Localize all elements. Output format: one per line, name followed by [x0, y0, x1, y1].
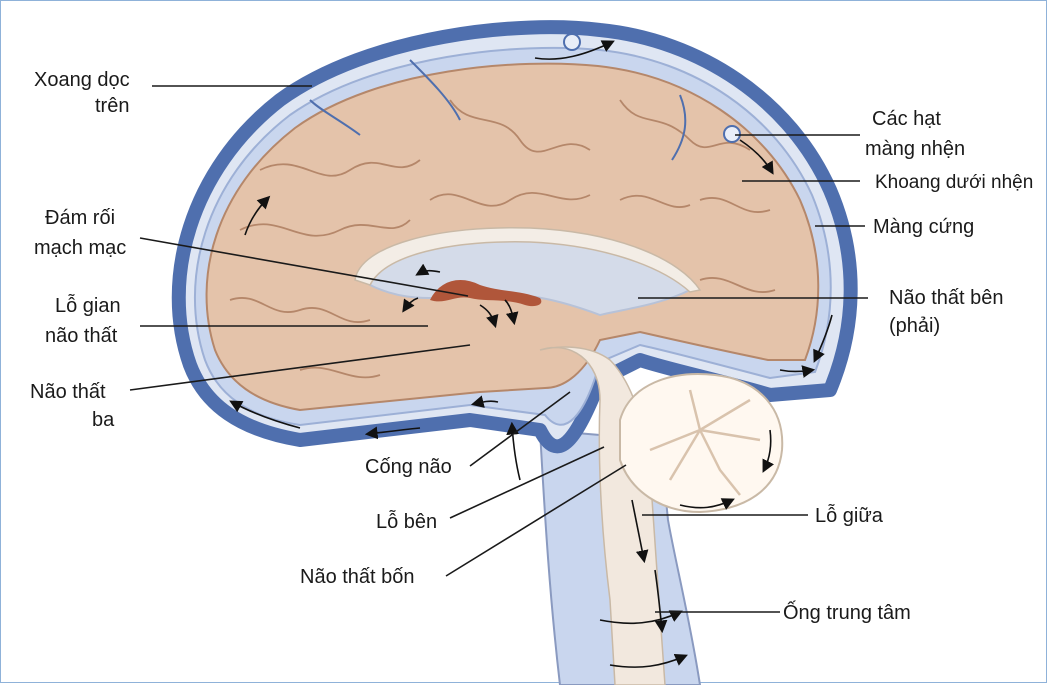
label-granulations-1: Các hạt [872, 108, 941, 130]
label-interventricular-1: Lỗ gian [55, 294, 121, 317]
label-granulations-2: màng nhện [865, 138, 965, 160]
label-superior-sinus-2: trên [95, 95, 129, 117]
label-dura: Màng cứng [873, 216, 974, 238]
label-lateral-ventricle-2: (phải) [889, 315, 940, 337]
label-third-ventricle-1: Não thất [30, 381, 106, 403]
label-third-ventricle-2: ba [92, 409, 115, 431]
label-choroid-plexus-2: mạch mạc [34, 237, 126, 259]
label-lateral-ventricle-1: Não thất bên [889, 287, 1004, 309]
cerebellum [620, 374, 782, 512]
label-superior-sinus-1: Xoang dọc [34, 69, 130, 91]
label-central-canal: Ống trung tâm [783, 600, 911, 624]
label-median-aperture: Lỗ giữa [815, 504, 884, 527]
granulation-top [564, 34, 580, 50]
label-lateral-aperture: Lỗ bên [376, 510, 437, 533]
label-interventricular-2: não thất [45, 325, 118, 347]
granulation-side [724, 126, 740, 142]
label-choroid-plexus-1: Đám rối [45, 207, 115, 229]
label-subarachnoid: Khoang dưới nhện [875, 172, 1033, 193]
label-fourth-ventricle: Não thất bốn [300, 566, 415, 588]
label-aqueduct: Cống não [365, 456, 452, 478]
